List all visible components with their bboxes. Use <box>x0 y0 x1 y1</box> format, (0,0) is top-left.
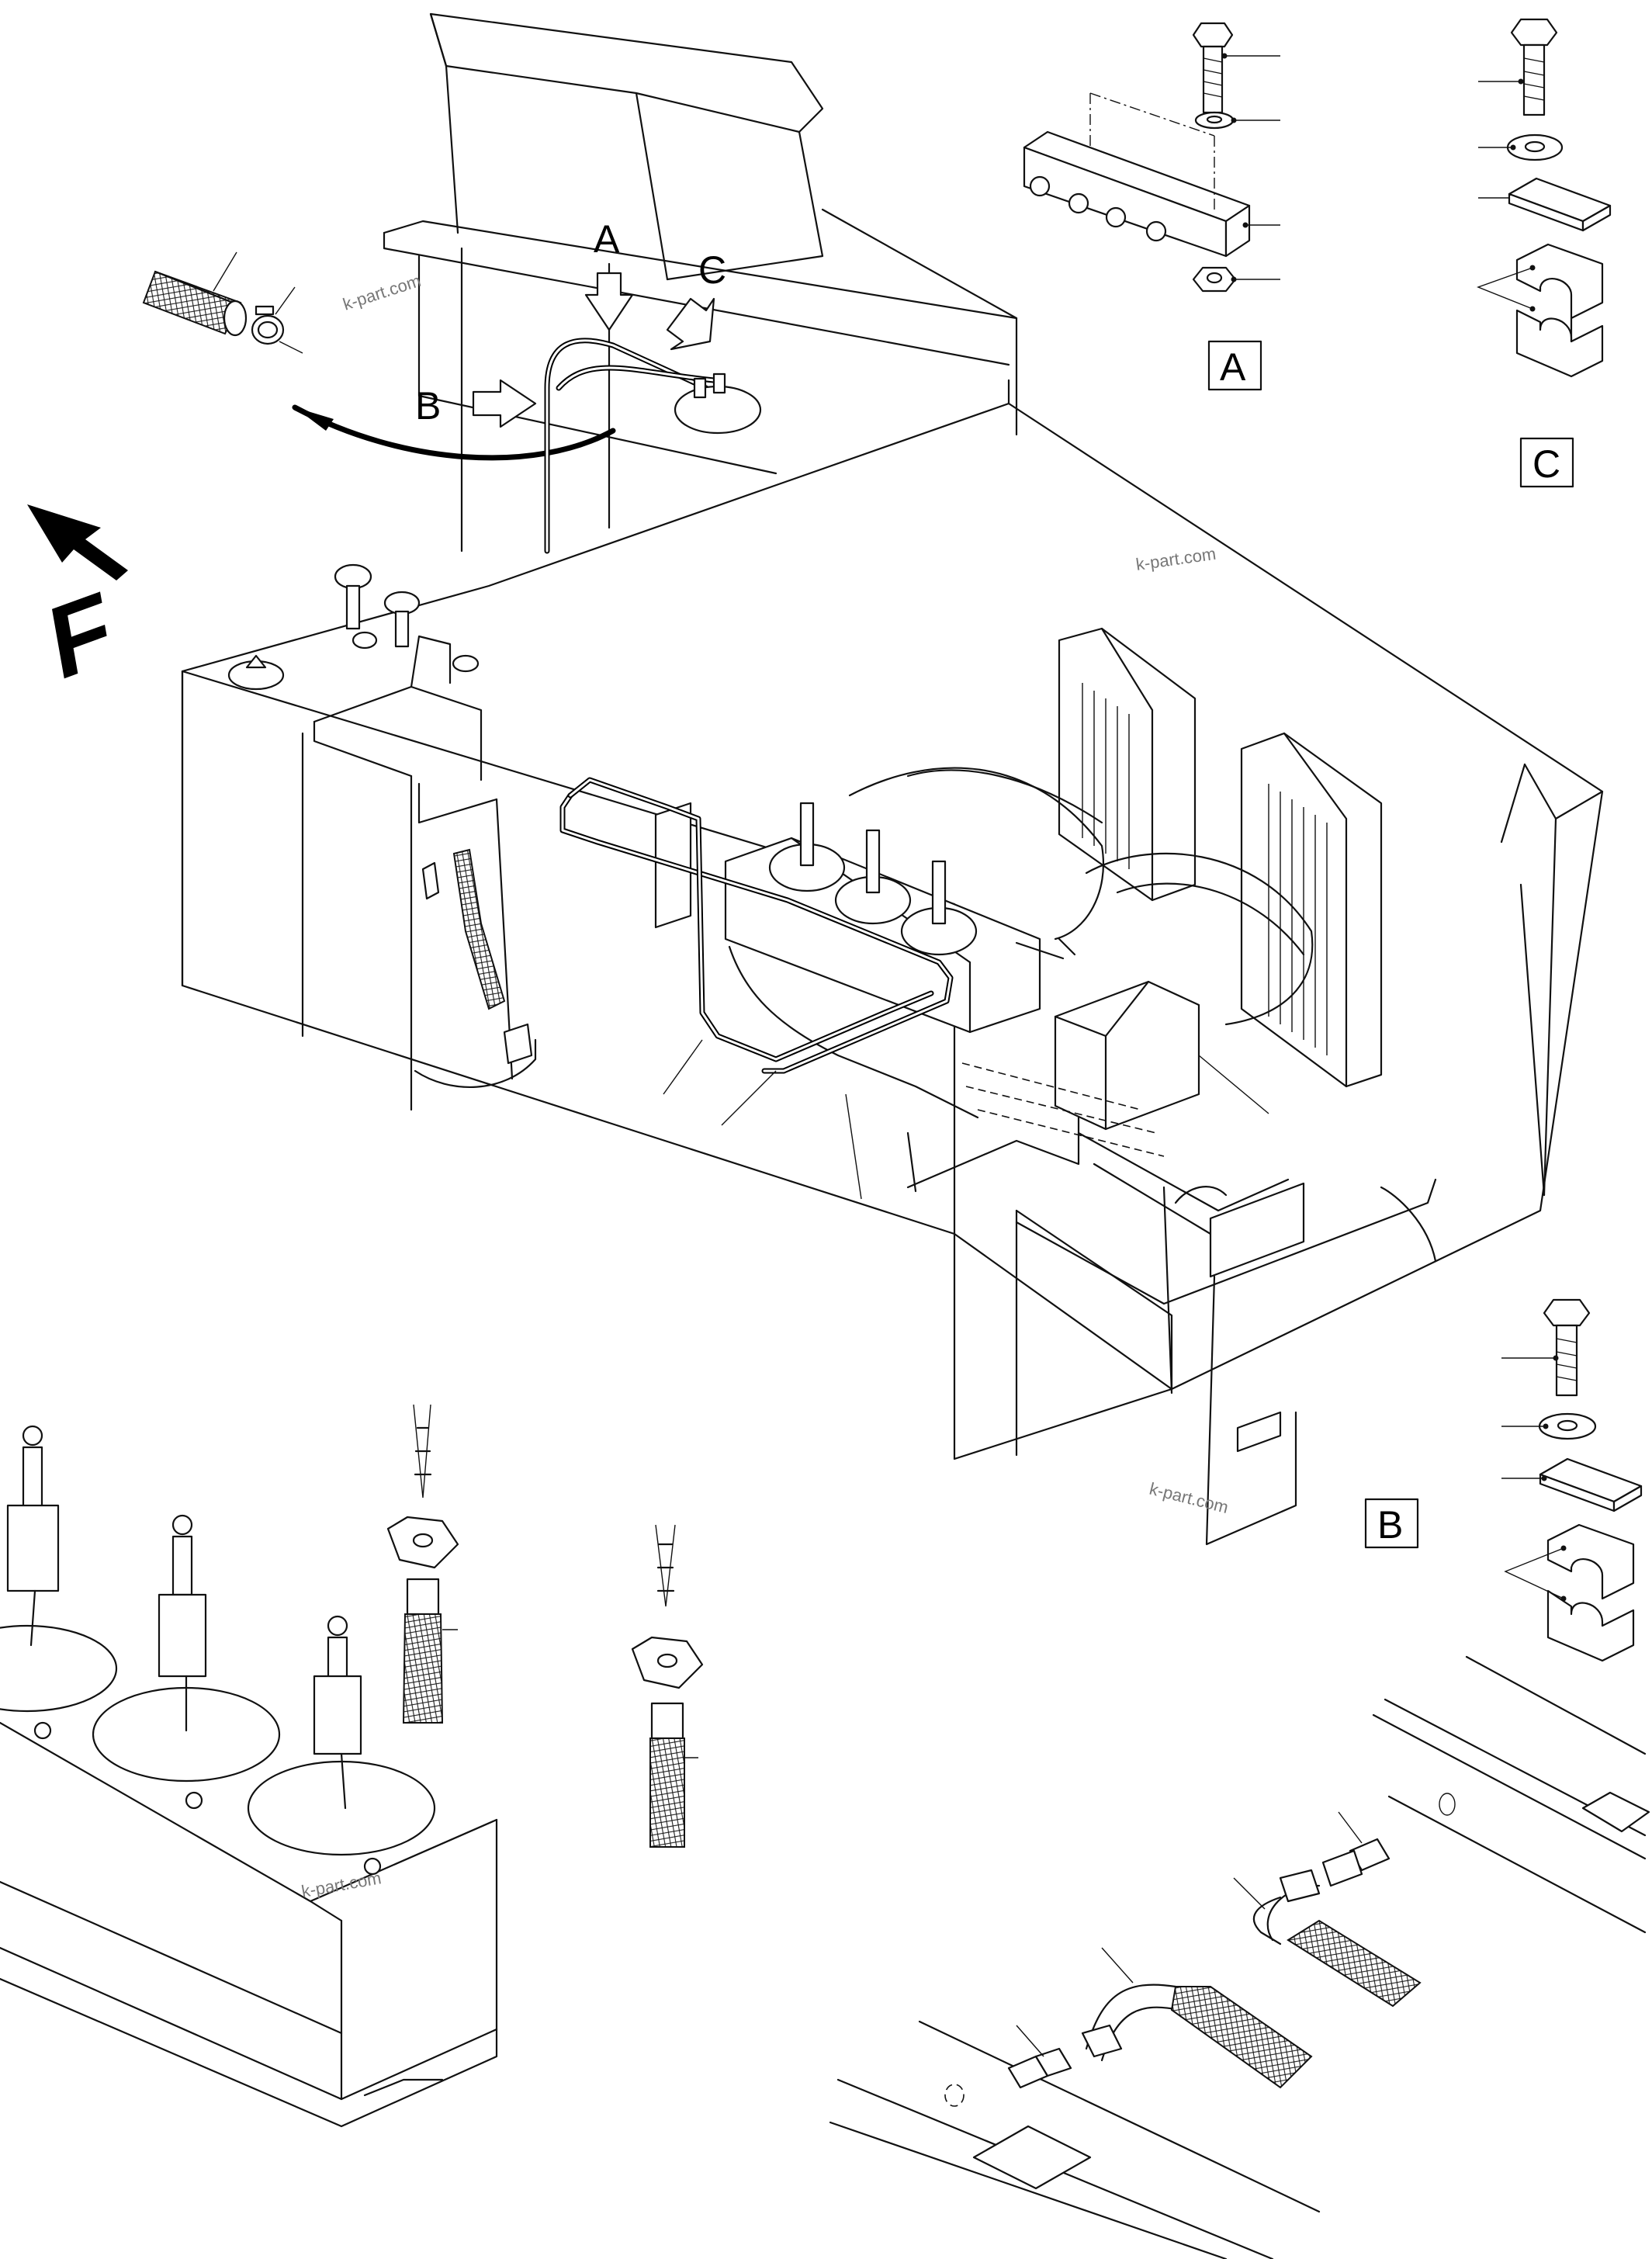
watermark: k-part.com <box>300 1868 383 1901</box>
watermark: k-part.com <box>341 271 424 314</box>
nut-icon <box>1192 266 1237 293</box>
bolt-icon <box>1192 22 1234 114</box>
direction-indicator: F <box>27 504 128 702</box>
main-machine: k-part.com k-part.com <box>181 379 1604 1546</box>
hose-clamp-icon <box>251 305 285 345</box>
callout-b: B <box>415 384 441 428</box>
detail-b: B <box>1364 1298 1643 1662</box>
detail-box-c: C <box>1533 442 1560 486</box>
watermark: k-part.com <box>1134 544 1217 574</box>
washer-icon <box>1194 111 1235 130</box>
cab-detail: A B C k-part.com <box>142 12 1018 554</box>
detail-c: C <box>1477 18 1612 488</box>
detail-box-b: B <box>1377 1503 1403 1547</box>
callout-a: A <box>594 217 620 261</box>
direction-arrow-icon <box>27 504 128 580</box>
hose-fitting-detail <box>829 1655 1650 2259</box>
pipe-clamp-icon <box>1515 243 1604 378</box>
grease-pump-detail: k-part.com <box>0 1404 704 2128</box>
watermark: k-part.com <box>1148 1479 1231 1517</box>
view-arrow-icon <box>472 272 715 428</box>
direction-mark: F <box>42 568 119 702</box>
grease-fitting-icon <box>386 1404 459 1569</box>
detail-a: A <box>1023 22 1280 391</box>
detail-box-a: A <box>1220 345 1246 389</box>
callout-c: C <box>698 248 726 292</box>
